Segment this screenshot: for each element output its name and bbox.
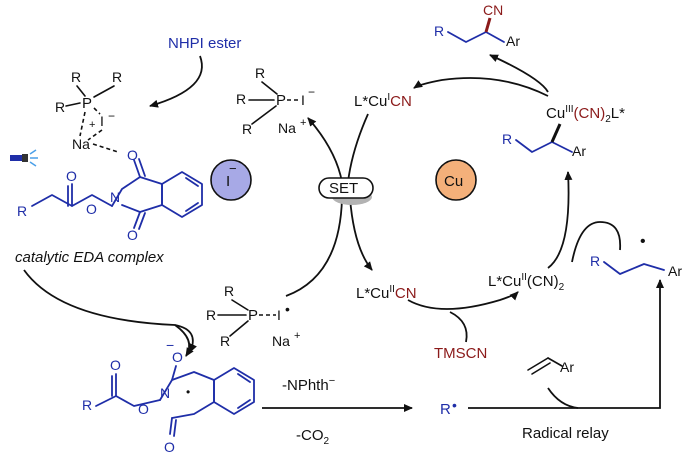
nhpi-ester-label: NHPI ester (168, 35, 241, 52)
svg-text:R: R (220, 333, 230, 349)
svg-text:R: R (55, 99, 65, 115)
tmscn-label: TMSCN (434, 345, 487, 362)
styrene: Ar (527, 357, 574, 375)
catalytic-eda-label: catalytic EDA complex (15, 249, 164, 266)
arrow-cuII-to-cuII2 (407, 291, 519, 310)
svg-text:I: I (100, 113, 104, 129)
svg-text:O: O (66, 168, 77, 184)
svg-text:Cu: Cu (444, 173, 463, 190)
phosphine-iodide-top: R R R P I − Na + (236, 65, 315, 137)
svg-text:O: O (86, 201, 97, 217)
nhpi-radical-anion: R O O N O − • O (82, 337, 255, 455)
svg-text:R: R (224, 283, 234, 299)
svg-text:R: R (434, 23, 444, 39)
copper-catalyst: Cu (435, 159, 477, 201)
svg-text:Na: Na (272, 333, 290, 349)
svg-text:CN: CN (483, 2, 503, 18)
arrow-relay (468, 279, 664, 409)
svg-text:O: O (164, 439, 175, 455)
svg-text:I: I (301, 92, 305, 108)
cu-ii-cn2: L*CuII(CN)2 (488, 272, 565, 293)
svg-text:O: O (127, 147, 138, 163)
arrow-set-down-left (285, 197, 343, 297)
arrow-tmscn (449, 311, 468, 343)
arrow-down-to-radical (174, 324, 194, 357)
phosphine-iodide-radical: R R R P I • Na + (206, 283, 300, 349)
svg-text:•: • (285, 301, 290, 317)
eda-phosphine-iodide: R R R P + I − Na (55, 69, 122, 153)
svg-text:Na: Na (72, 136, 90, 152)
svg-text:N: N (160, 385, 170, 401)
arrow-set-up-right (347, 113, 369, 183)
svg-text:•: • (640, 233, 646, 250)
cu-i-cn: L*CuICN (354, 92, 412, 110)
svg-text:O: O (138, 401, 149, 417)
arrow-cu-to-product (489, 54, 549, 93)
cu-iii-complex: CuIII(CN)2L* (546, 104, 625, 125)
svg-text:O: O (110, 357, 121, 373)
arrow-cu-top (413, 77, 549, 97)
svg-text:•: • (452, 397, 457, 413)
svg-text:P: P (248, 307, 258, 324)
nphth-label: -NPhth− (282, 375, 335, 394)
svg-text:R: R (17, 203, 27, 219)
arrow-eda-to-set (23, 269, 197, 353)
svg-text:−: − (166, 337, 174, 353)
arrow-cuII2-to-cuIII (547, 171, 573, 269)
svg-text:O: O (172, 349, 183, 365)
product-molecule: CN R Ar (434, 2, 520, 49)
svg-text:R: R (206, 307, 216, 323)
arrow-set-down-right (349, 197, 373, 271)
svg-text:R: R (82, 397, 92, 413)
svg-text:+: + (294, 330, 300, 342)
svg-text:SET: SET (329, 180, 358, 197)
cu-ii-cn: L*CuIICN (356, 284, 417, 302)
svg-text:R: R (242, 121, 252, 137)
svg-text:R: R (236, 91, 246, 107)
svg-text:−: − (108, 109, 115, 123)
nhpi-ester-molecule: R O O N O O (17, 147, 203, 243)
arrow-set-up-left (307, 117, 343, 183)
co2-label: -CO2 (296, 427, 330, 447)
svg-text:O: O (127, 227, 138, 243)
arrow-alkene-to-relay (547, 387, 579, 409)
svg-text:•: • (186, 385, 190, 399)
svg-text:I: I (277, 307, 281, 323)
svg-text:+: + (300, 117, 306, 129)
svg-text:Na: Na (278, 120, 296, 136)
svg-text:P: P (276, 92, 286, 109)
svg-text:P: P (82, 95, 92, 112)
benzylic-radical: R • Ar (590, 233, 682, 279)
alkyl-radical: R • (440, 397, 457, 418)
svg-text:R: R (502, 131, 512, 147)
svg-text:R: R (71, 69, 81, 85)
svg-text:Ar: Ar (560, 359, 574, 375)
radical-relay-label: Radical relay (522, 425, 609, 442)
svg-text:R: R (440, 401, 451, 418)
svg-text:R: R (590, 253, 600, 269)
svg-text:−: − (229, 161, 237, 176)
svg-text:−: − (308, 85, 315, 99)
svg-text:N: N (110, 189, 120, 205)
svg-text:R: R (112, 69, 122, 85)
cu-iii-alkyl: R Ar (502, 123, 586, 159)
arrow-radical-to-cu (571, 221, 622, 263)
svg-text:Ar: Ar (572, 143, 586, 159)
svg-text:I: I (226, 173, 230, 190)
iodide-catalyst: I − (210, 159, 252, 201)
set-badge: SET (318, 177, 374, 205)
svg-text:+: + (89, 119, 95, 131)
light-bulb-icon (10, 149, 38, 167)
svg-text:Ar: Ar (668, 263, 682, 279)
svg-text:Ar: Ar (506, 33, 520, 49)
svg-text:R: R (255, 65, 265, 81)
nhpi-ester-arrow (149, 55, 203, 108)
